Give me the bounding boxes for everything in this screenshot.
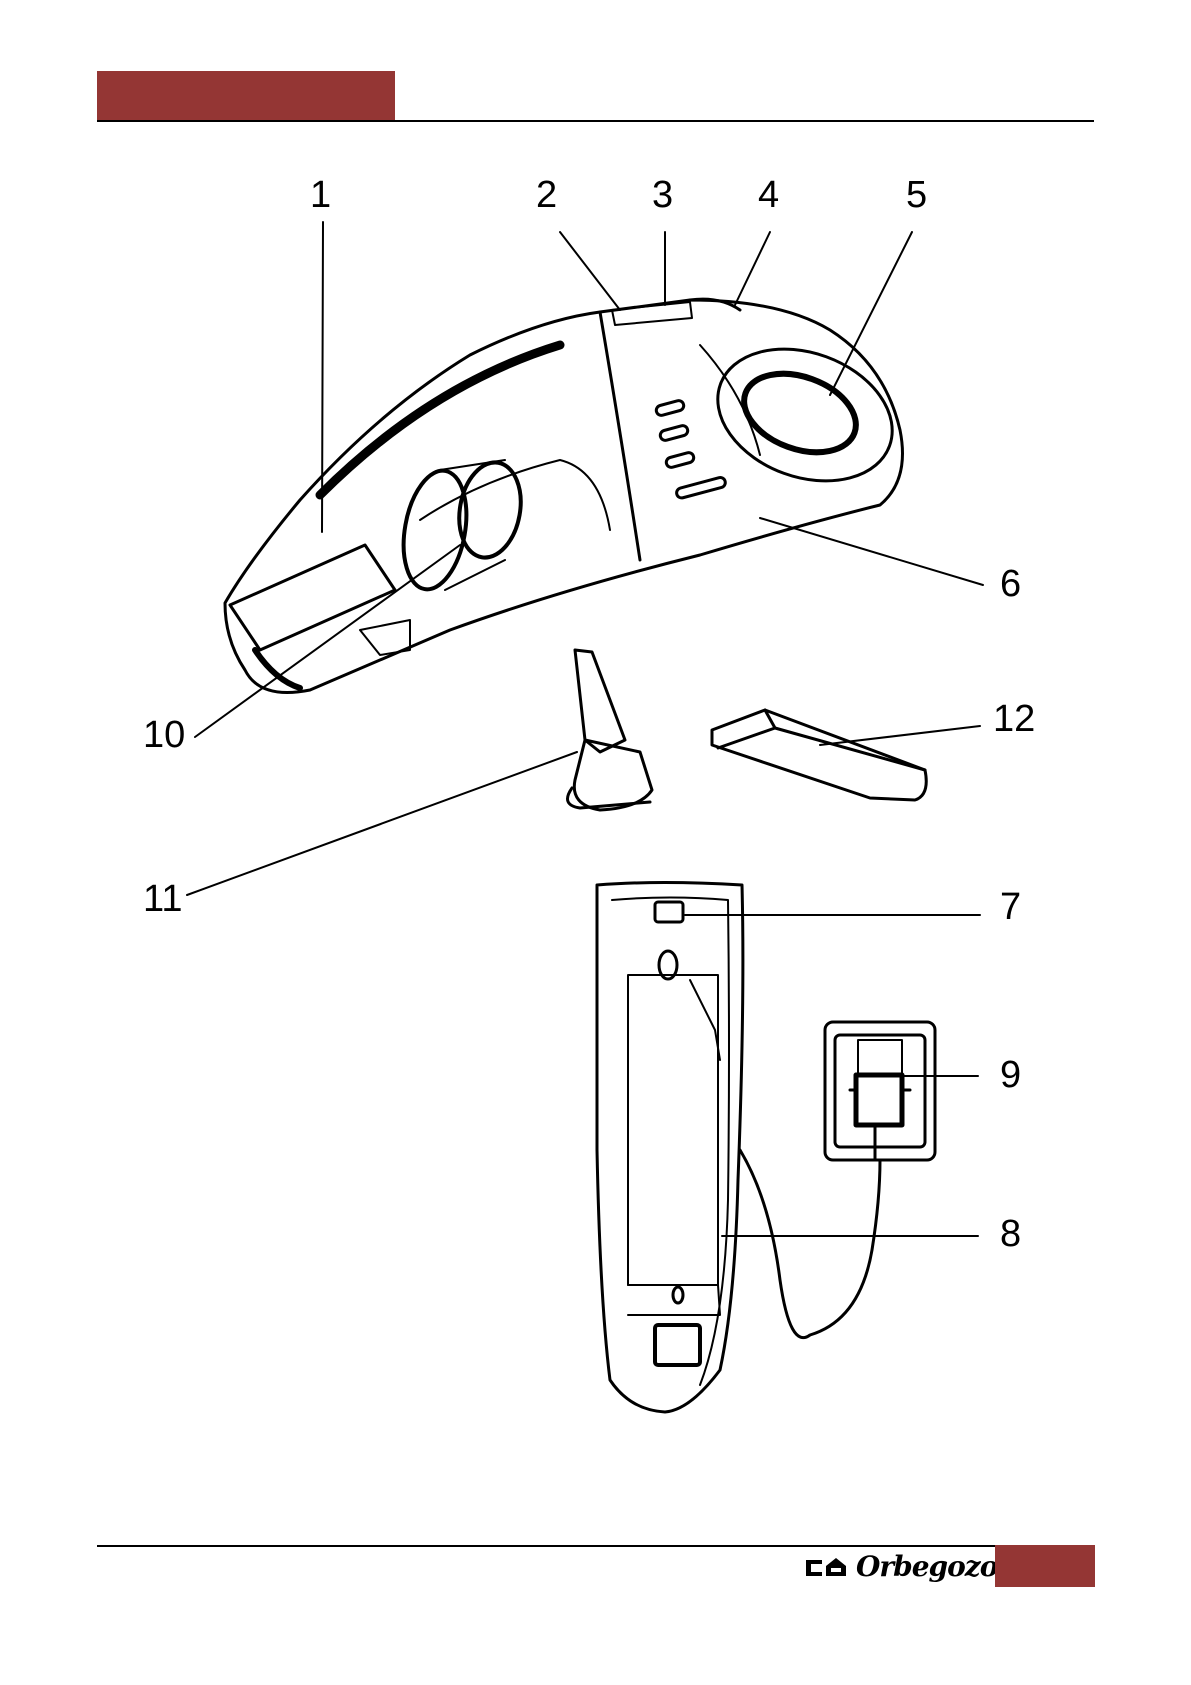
brand-name: Orbegozo (856, 1550, 997, 1583)
house-logo-icon (804, 1556, 848, 1580)
callout-9: 9 (1000, 1056, 1021, 1094)
crevice-nozzle (568, 650, 653, 810)
callout-10: 10 (143, 716, 185, 754)
callout-3: 3 (652, 176, 673, 214)
callout-8: 8 (1000, 1215, 1021, 1253)
charging-base (597, 883, 743, 1413)
power-cord (740, 1150, 880, 1338)
wide-nozzle (712, 710, 926, 800)
footer-accent-bar (995, 1545, 1095, 1587)
vacuum-body (225, 299, 911, 692)
brand-logo: Orbegozo (804, 1547, 989, 1587)
callout-1: 1 (310, 176, 331, 214)
callout-12: 12 (993, 700, 1035, 738)
wall-adapter (825, 1022, 935, 1160)
callout-7: 7 (1000, 888, 1021, 926)
callout-6: 6 (1000, 565, 1021, 603)
callout-11: 11 (143, 880, 182, 918)
callout-4: 4 (758, 176, 779, 214)
callout-2: 2 (536, 176, 557, 214)
callout-5: 5 (906, 176, 927, 214)
